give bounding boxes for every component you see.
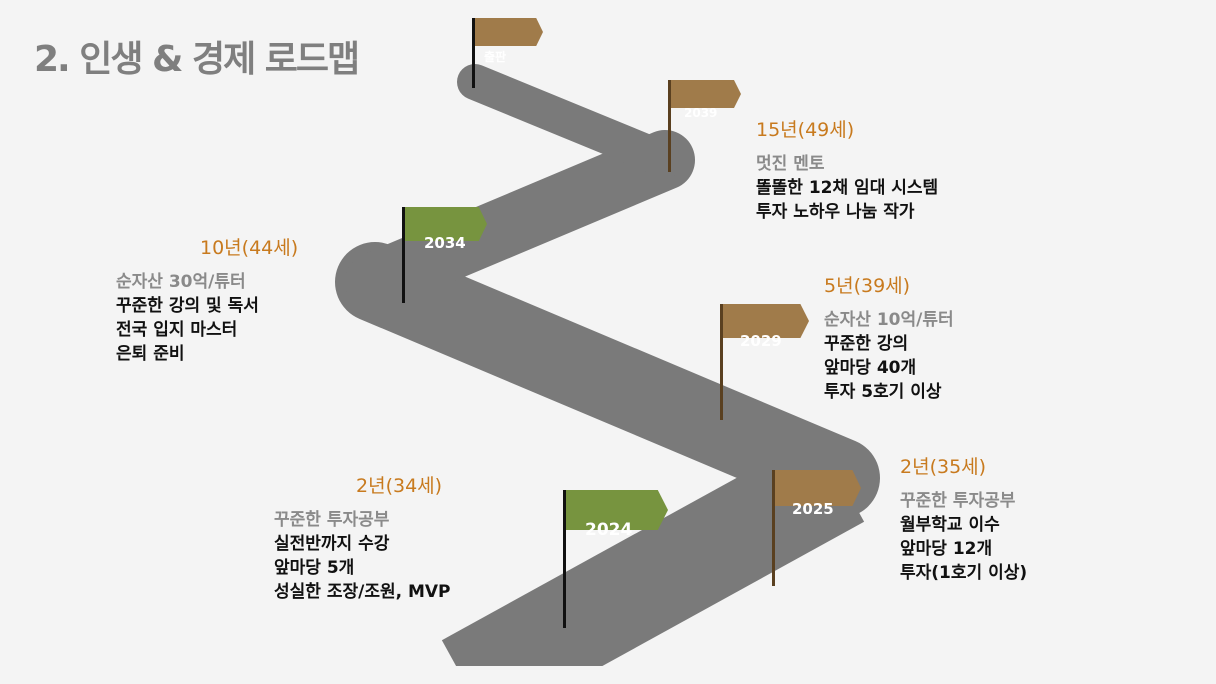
road-segment: [335, 242, 880, 518]
flag-pole: [402, 207, 405, 303]
flag-cloth: [671, 80, 741, 108]
milestone-2y-35: 2년(35세) 꾸준한 투자공부 월부학교 이수 앞마당 12개 투자(1호기 …: [900, 456, 1028, 583]
flag-pole: [563, 490, 566, 628]
flag-pole: [772, 470, 775, 586]
flag-cloth: [475, 18, 543, 46]
milestone-2y-34: 2년(34세) 꾸준한 투자공부 실전반까지 수강 앞마당 5개 성실한 조장/…: [274, 475, 451, 602]
road-segment: [457, 64, 683, 178]
flag-pole: [720, 304, 723, 420]
bottom-strip: [0, 666, 1216, 684]
milestone-5y: 5년(39세) 순자산 10억/튜터 꾸준한 강의 앞마당 40개 투자 5호기…: [824, 275, 954, 402]
road-segment: [441, 434, 865, 684]
slide-title: 2. 인생 & 경제 로드맵: [34, 39, 360, 80]
flag-cloth: [775, 470, 861, 506]
road-segment: [345, 130, 695, 312]
milestone-15y: 15년(49세) 멋진 멘토 똘똘한 12채 임대 시스템 투자 노하우 나눔 …: [756, 119, 939, 222]
flag-cloth: [405, 207, 487, 241]
flag-cloth: [723, 304, 809, 338]
milestone-10y: 10년(44세) 순자산 30억/튜터 꾸준한 강의 및 독서 전국 입지 마스…: [116, 237, 299, 364]
flag-cloth: [566, 490, 668, 530]
flag-pole: [668, 80, 671, 172]
flag-pole: [472, 18, 475, 88]
